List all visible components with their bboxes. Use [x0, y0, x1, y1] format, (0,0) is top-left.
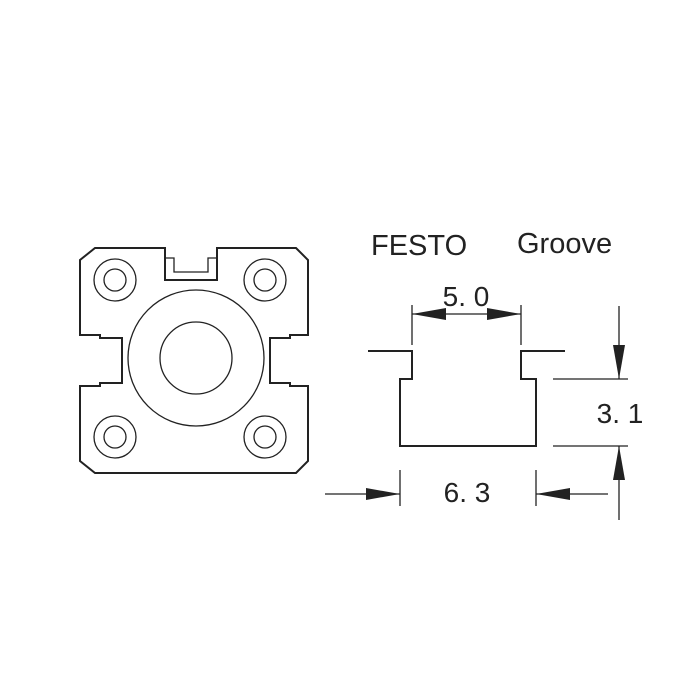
arrowhead-down [613, 345, 625, 379]
dimension-label-bottom-width: 6. 3 [444, 477, 491, 508]
corner-hole-bottom-right [243, 415, 287, 459]
dimension-top-opening: 5. 0 [411, 281, 522, 345]
corner-hole-top-right [243, 258, 287, 302]
central-bore-inner [159, 321, 233, 395]
title-groove: Groove [517, 228, 612, 260]
corner-hole-bottom-left [93, 415, 137, 459]
arrowhead-left [412, 308, 446, 320]
dimension-depth: 3. 1 [553, 306, 643, 520]
dimension-label-top-opening: 5. 0 [443, 281, 490, 312]
arrowhead-right-pointing [366, 488, 400, 500]
corner-hole-top-left [93, 258, 137, 302]
profile-outline [79, 247, 309, 474]
dimension-bottom-width: 6. 3 [325, 470, 608, 508]
central-bore-outer [127, 289, 265, 427]
arrowhead-right [487, 308, 521, 320]
arrowhead-left-pointing [536, 488, 570, 500]
top-groove-inner [165, 257, 217, 273]
title-festo: FESTO [371, 230, 467, 262]
arrowhead-up [613, 446, 625, 480]
groove-profile [368, 350, 565, 447]
dimension-label-depth: 3. 1 [597, 398, 644, 429]
profile-cross-section [79, 247, 309, 474]
